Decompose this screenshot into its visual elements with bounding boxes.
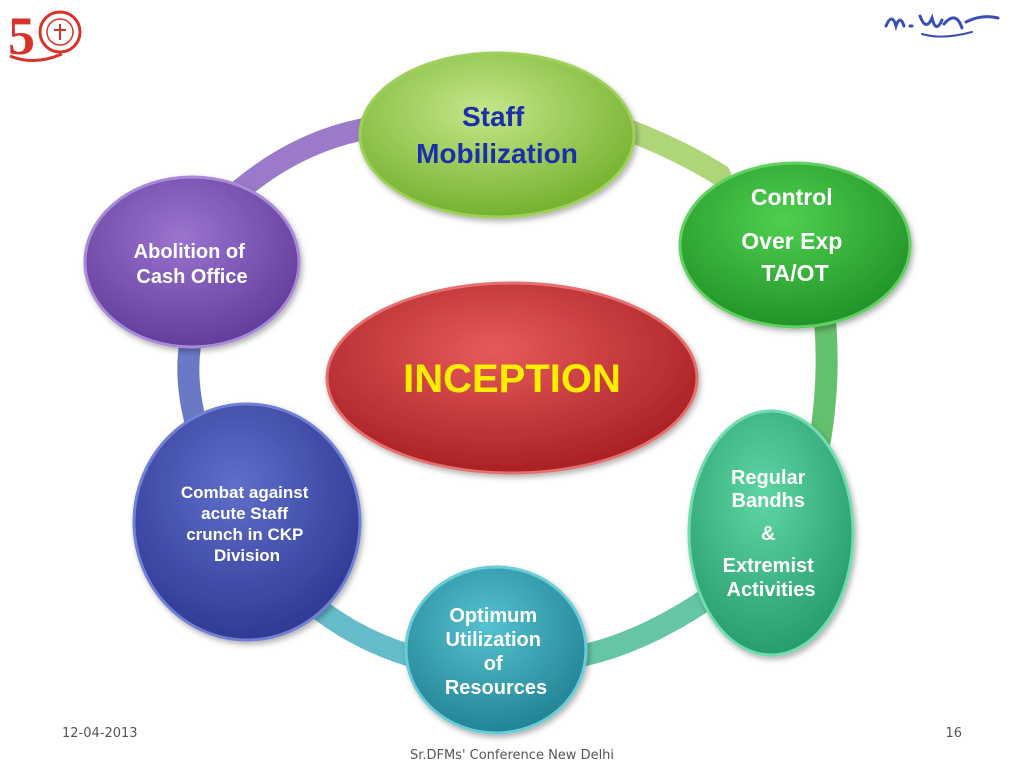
staff-mobilization-line1: Staff	[462, 101, 525, 132]
node-inception: INCEPTION	[325, 281, 699, 475]
control-line1: Control	[751, 184, 833, 210]
abolition-line1: Abolition of	[134, 241, 245, 263]
control-line2: Over Exp	[741, 228, 842, 254]
control-line3: TA/OT	[761, 260, 828, 286]
optimum-line3: of	[484, 653, 503, 675]
svg-text:Combat against acute Sta: Combat against acute Staff crunch in CKP…	[181, 483, 313, 565]
regular-line4: Extremist	[723, 555, 814, 577]
combat-line4: Division	[214, 546, 280, 565]
footer-caption: Sr.DFMs' Conference New Delhi	[409, 748, 615, 763]
regular-line1: Regular	[731, 467, 806, 489]
node-staff-mobilization: Staff Mobilization	[358, 51, 636, 219]
combat-line2: acute Staff	[201, 504, 288, 523]
svg-text:Regular Bandhs &: Regular Bandhs & Extremist Activities	[723, 467, 820, 601]
svg-text:Staff Mobilization: Staff Mobilization	[416, 101, 578, 169]
combat-line1: Combat against	[181, 483, 309, 502]
handwritten-signature	[884, 13, 1000, 38]
inception-label: INCEPTION	[403, 357, 621, 401]
abolition-line2: Cash Office	[136, 266, 247, 288]
node-combat: Combat against acute Staff crunch in CKP…	[132, 402, 362, 642]
regular-line2: Bandhs	[732, 490, 805, 512]
optimum-line4: Resources	[445, 677, 547, 699]
node-control: Control Over Exp TA/OT	[678, 161, 912, 329]
node-regular: Regular Bandhs & Extremist Activities	[687, 409, 855, 657]
optimum-line2: Utilization	[445, 629, 541, 651]
railway-logo: 5	[8, 6, 82, 66]
node-optimum: Optimum Utilization of Resources	[404, 565, 588, 735]
svg-text:Abolition of Cash Office: Abolition of Cash Office	[134, 241, 251, 288]
combat-line3: crunch in CKP	[186, 525, 303, 544]
footer-date: 12-04-2013	[62, 726, 138, 741]
regular-line3: &	[761, 523, 775, 545]
staff-mobilization-line2: Mobilization	[416, 138, 578, 169]
footer-page-number: 16	[945, 726, 962, 741]
svg-text:Optimum Utilization: Optimum Utilization of Resources	[445, 605, 547, 699]
node-abolition: Abolition of Cash Office	[83, 175, 301, 349]
svg-text:Control Over Exp T: Control Over Exp TA/OT	[741, 184, 848, 286]
regular-line5: Activities	[727, 579, 816, 601]
optimum-line1: Optimum	[449, 605, 537, 627]
